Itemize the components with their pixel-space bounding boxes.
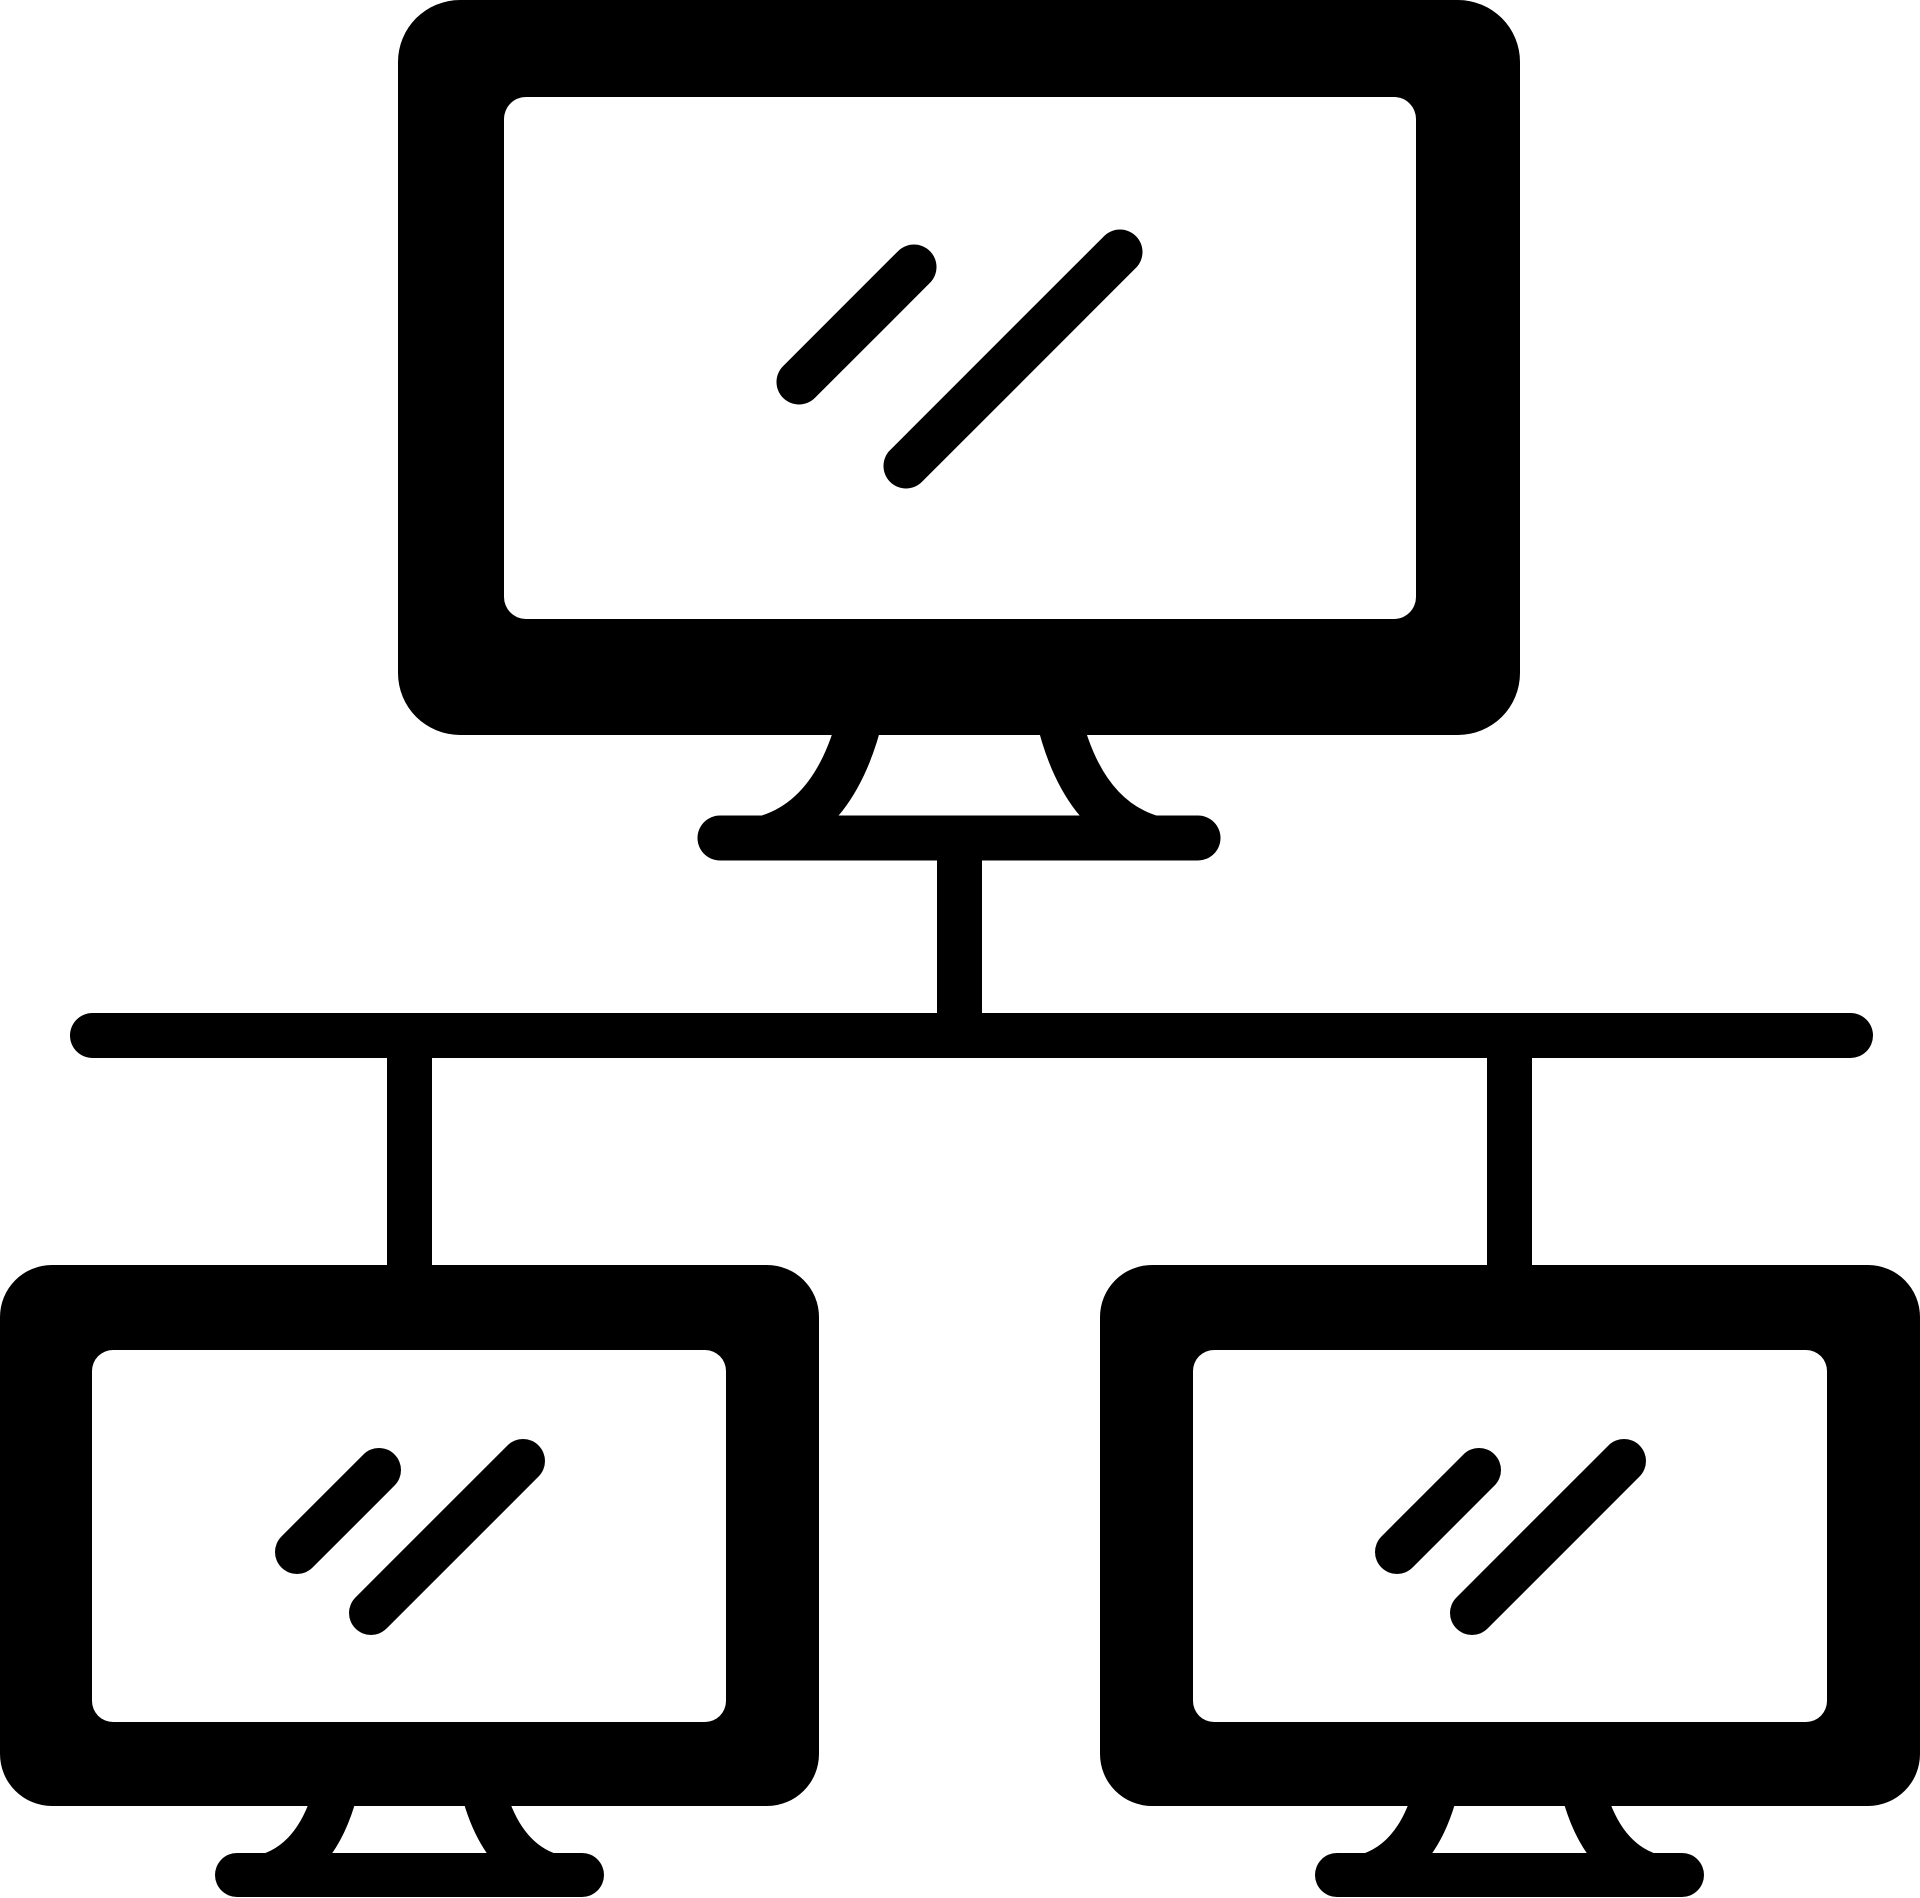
monitor-screen	[92, 1350, 726, 1722]
server-monitor-icon	[398, 0, 1520, 861]
monitor-screen	[1193, 1350, 1827, 1722]
client-monitor-left-icon	[0, 1265, 819, 1897]
screen-glare-short	[1375, 1448, 1501, 1574]
screen-glare-long	[1450, 1439, 1646, 1635]
screen-glare-long	[349, 1439, 545, 1635]
connector-right	[1487, 1035, 1532, 1270]
network-bus-line	[70, 1013, 1873, 1058]
screen-glare-long	[883, 229, 1143, 489]
connector-top	[937, 860, 982, 1035]
client-monitor-right-icon	[1100, 1265, 1920, 1897]
monitor-screen	[504, 97, 1416, 619]
connector-left	[387, 1035, 432, 1270]
screen-glare-short	[275, 1448, 401, 1574]
screen-glare-short	[776, 244, 937, 405]
